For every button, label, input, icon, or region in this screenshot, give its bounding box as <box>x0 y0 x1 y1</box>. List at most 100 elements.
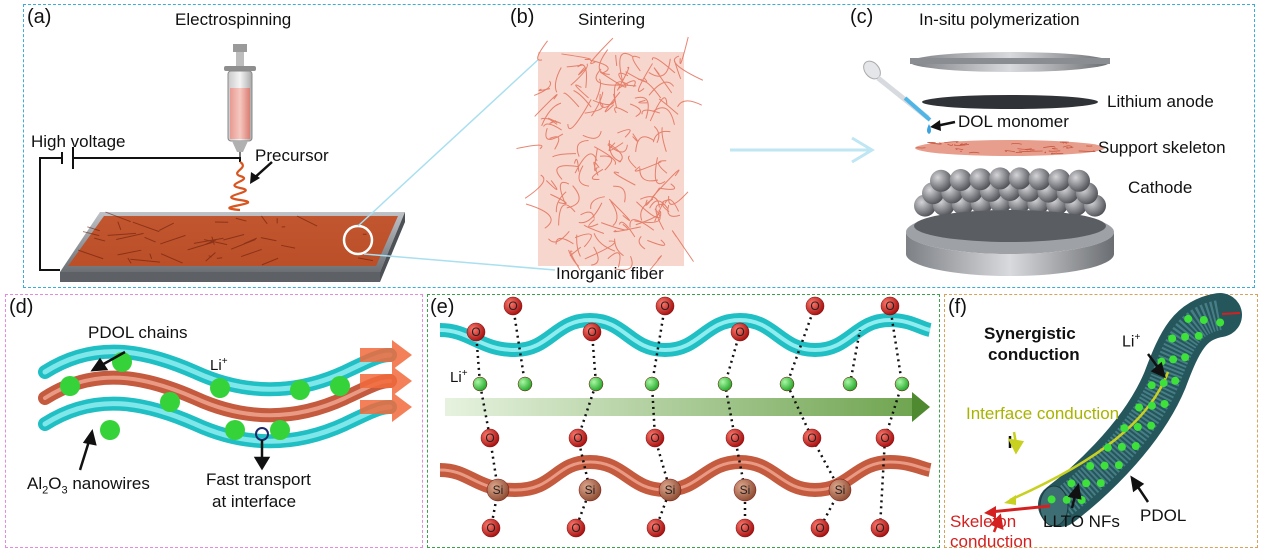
transport-arrow-body <box>445 398 915 416</box>
oxygen-atom: O <box>566 518 586 538</box>
oxygen-atom: O <box>802 428 822 448</box>
svg-text:O: O <box>885 299 894 313</box>
li-ion-dot <box>1147 401 1156 410</box>
lithium-ion <box>779 376 795 392</box>
cathode-particle <box>1068 169 1090 192</box>
cathode-label: Cathode <box>1128 178 1193 197</box>
li-ion-dot <box>1096 479 1105 488</box>
li-ion-dot <box>1184 314 1193 323</box>
li-text-e: Li <box>450 369 462 386</box>
li-ion-dot <box>1067 479 1076 488</box>
li-ion-dot <box>1062 495 1071 504</box>
lithium-anode-label: Lithium anode <box>1107 92 1214 111</box>
oxygen-atom: O <box>725 428 745 448</box>
svg-text:O: O <box>471 325 480 339</box>
oxygen-atom: O <box>880 296 900 316</box>
svg-text:O: O <box>508 299 517 313</box>
skeleton-conduction-line1: Skeleton <box>950 512 1017 531</box>
lithium-ion <box>588 376 604 392</box>
svg-text:Si: Si <box>665 483 676 497</box>
svg-text:O: O <box>875 521 884 535</box>
skeleton-arrow <box>989 504 1051 514</box>
fiber-jet <box>228 161 250 212</box>
li-ion-dot <box>1131 441 1140 450</box>
li-ion-dot <box>1135 403 1144 412</box>
fast-transport-line1: Fast transport <box>206 470 311 489</box>
syringe-icon <box>224 44 256 162</box>
process-arrow-icon <box>730 136 875 164</box>
li-ion-dot <box>1100 461 1109 470</box>
svg-text:O: O <box>650 431 659 445</box>
precursor-label: Precursor <box>255 146 329 165</box>
pdol-chains-label: PDOL chains <box>88 323 188 342</box>
svg-text:O: O <box>573 431 582 445</box>
panel-d-label: (d) <box>9 296 34 318</box>
svg-text:O: O <box>651 521 660 535</box>
li-ion-dot <box>1181 353 1190 362</box>
support-skeleton-label: Support skeleton <box>1098 138 1226 157</box>
li-text-d: Li <box>210 357 222 374</box>
svg-text:Si: Si <box>493 483 504 497</box>
li-ion-dot <box>1133 422 1142 431</box>
oxygen-atom: O <box>655 296 675 316</box>
panel-a-label: (a) <box>27 6 52 28</box>
li-sup-f: + <box>1134 332 1141 343</box>
cathode-particle <box>930 169 952 192</box>
li-label-e: Li+ <box>450 368 468 386</box>
interface-conduction-label: Interface conduction <box>966 404 1120 423</box>
al2o3-b: O <box>48 474 62 493</box>
li-ion-dot <box>1082 479 1091 488</box>
oxygen-atom: O <box>735 518 755 538</box>
interface-arrow <box>1009 371 1170 502</box>
al2o3-sub2: 3 <box>61 484 68 497</box>
li-text-f: Li <box>1122 333 1135 351</box>
svg-text:O: O <box>735 325 744 339</box>
collector-plate <box>60 211 405 282</box>
svg-text:Si: Si <box>585 483 596 497</box>
flow-arrows <box>360 340 412 422</box>
al2o3-sub1: 2 <box>42 484 49 497</box>
li-ion-dot <box>1120 424 1129 433</box>
li-sup-e: + <box>461 368 468 379</box>
cathode-particle <box>969 168 992 191</box>
skeleton-conduction-line2: conduction <box>950 532 1033 551</box>
li-ion-dot <box>1047 495 1056 504</box>
oxygen-atom: O <box>730 322 750 342</box>
lithium-ion <box>644 376 660 392</box>
cathode-particle <box>1048 169 1071 191</box>
oxygen-atom: O <box>481 518 501 538</box>
panel-e-label: (e) <box>430 296 455 318</box>
svg-text:O: O <box>810 299 819 313</box>
svg-text:O: O <box>660 299 669 313</box>
li-ion-dot <box>1086 462 1095 471</box>
cathode-particle <box>949 169 972 191</box>
fiber-block <box>538 52 684 266</box>
svg-text:O: O <box>571 521 580 535</box>
silicon-atom: Si <box>733 478 757 502</box>
oxygen-atom: O <box>503 296 523 316</box>
oxygen-atom: O <box>875 428 895 448</box>
lithium-anode <box>922 95 1098 109</box>
nanowire-chains <box>38 344 397 449</box>
panel-f-label: (f) <box>948 296 967 318</box>
llto-nfs-label: LLTO NFs <box>1043 512 1120 531</box>
inorganic-fiber-label: Inorganic fiber <box>556 264 664 283</box>
li-ion-dot <box>1147 421 1156 430</box>
high-voltage-label: High voltage <box>31 132 126 151</box>
li-ion-dot <box>1147 381 1156 390</box>
svg-text:O: O <box>807 431 816 445</box>
li-ion-dot <box>1216 318 1225 327</box>
lithium-ion <box>894 376 910 392</box>
cathode-particle <box>1028 168 1051 191</box>
svg-text:O: O <box>880 431 889 445</box>
panel-a-title: Electrospinning <box>175 10 292 29</box>
li-ion-dot <box>1181 332 1190 341</box>
cathode-layer <box>914 167 1106 217</box>
panel-top-border <box>23 4 1255 288</box>
synergistic-line2: conduction <box>988 345 1080 364</box>
svg-text:O: O <box>485 431 494 445</box>
